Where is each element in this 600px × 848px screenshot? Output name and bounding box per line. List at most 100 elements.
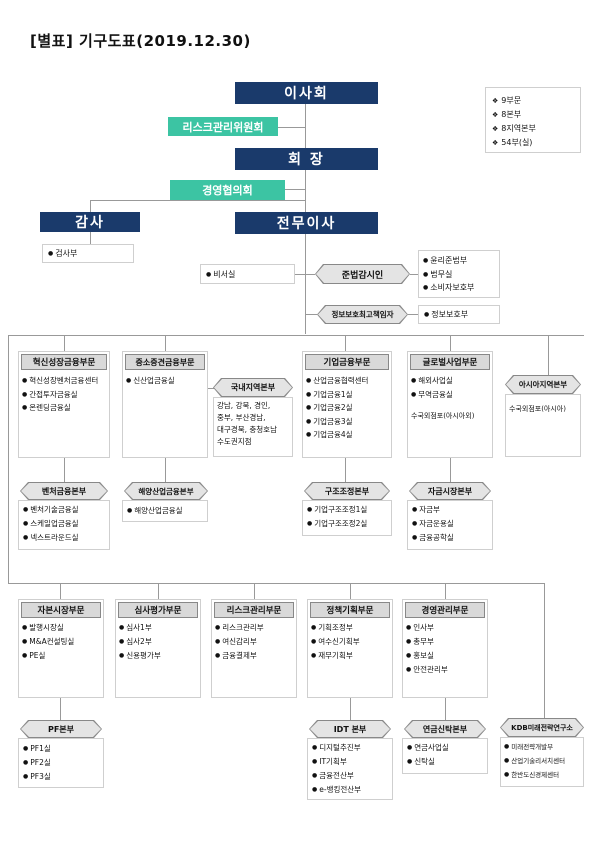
- list-item: 기업구조조정2실: [307, 517, 367, 531]
- connector-domestic: [208, 388, 218, 389]
- list-item: 신산업금융실: [126, 374, 174, 388]
- list-item: 해외사업실: [411, 374, 453, 388]
- legend-item: 8본부: [492, 108, 580, 122]
- list-item: 금융결제부: [215, 649, 264, 663]
- connector-drop: [450, 458, 451, 482]
- list-item: 넥스트라운드실: [23, 531, 78, 545]
- list-item: 소비자보호부: [423, 281, 474, 295]
- list-item: 신용평가부: [119, 649, 161, 663]
- chairman-box: 회 장: [235, 148, 378, 170]
- list-item: e-뱅킹전산부: [312, 783, 361, 797]
- hq-venture: 벤처기술금융실 스케일업금융실 넥스트라운드실: [18, 500, 110, 550]
- audit-dept-box: 검사부: [42, 244, 134, 263]
- list-item: 금융전산부: [312, 769, 361, 783]
- legend: 9부문 8본부 8지역본부 54부(실): [485, 87, 581, 153]
- overseas-note: 수국외점포(아시아외): [411, 412, 475, 420]
- connector-drop: [64, 458, 65, 482]
- page-title: [별표] 기구도표(2019.12.30): [30, 32, 251, 50]
- division-header: 혁신성장금융부문: [21, 354, 107, 370]
- connector-drop: [165, 335, 166, 351]
- connector-info: [305, 314, 317, 315]
- list-item: PF1실: [23, 742, 51, 756]
- connector-audit-dept: [90, 232, 91, 244]
- list-item: PF2실: [23, 756, 51, 770]
- legend-item: 54부(실): [492, 136, 580, 150]
- connector-drop: [445, 583, 446, 599]
- hq-domestic: 강남, 강북, 경인, 중부, 부산경남, 대구경북, 충청호남 수도권지점: [213, 397, 293, 457]
- hq-header-asia: 아시아지역본부: [506, 376, 580, 393]
- hq-header-domestic: 국내지역본부: [214, 379, 292, 396]
- list-item: 금융공학실: [412, 531, 454, 545]
- connector-compliance: [305, 274, 315, 275]
- overseas-note: 수국외점포(아시아): [509, 405, 566, 413]
- legend-item: 9부문: [492, 94, 580, 108]
- hq-header-kdb: KDB미래전략연구소: [501, 719, 583, 736]
- list-item: 기획조정부: [311, 621, 360, 635]
- connector-row1-bar: [8, 335, 584, 336]
- hq-header-restructure: 구조조정본부: [305, 483, 389, 499]
- list-item: PE실: [22, 649, 74, 663]
- list-item: 산업기술리서치센터: [504, 754, 565, 768]
- list-item: 기업금융1실: [306, 388, 368, 402]
- list-item: 대구경북, 충청호남: [217, 425, 277, 434]
- list-item: 온렌딩금융실: [22, 401, 98, 415]
- connector-council: [285, 189, 305, 190]
- connector-drop: [350, 583, 351, 599]
- list-item: 한반도신경제센터: [504, 768, 565, 782]
- auditor-box: 감사: [40, 212, 140, 232]
- connector-secretariat: [295, 274, 305, 275]
- list-item: 미래전략개발부: [504, 740, 565, 754]
- compliance-officer-box: 준법감시인: [316, 265, 409, 283]
- hq-pf: PF1실 PF2실 PF3실: [18, 738, 104, 788]
- hq-capital: 자금부 자금운용실 금융공학실: [407, 500, 493, 550]
- hq-pension: 연금사업실 신탁실: [402, 738, 488, 774]
- list-item: 재무기획부: [311, 649, 360, 663]
- hq-restructure: 기업구조조정1실 기업구조조정2실: [302, 500, 392, 536]
- hq-header-idt: IDT 본부: [310, 721, 390, 737]
- list-item: 총무부: [406, 635, 448, 649]
- connector-drop: [445, 698, 446, 720]
- list-item: 법무실: [423, 268, 474, 282]
- hq-header-pf: PF본부: [21, 721, 101, 737]
- hq-asia: 수국외점포(아시아): [505, 394, 581, 457]
- connector-risk: [278, 127, 305, 128]
- list-item: 인사부: [406, 621, 448, 635]
- connector-drop: [60, 698, 61, 720]
- connector-drop: [60, 583, 61, 599]
- list-item: 기업금융3실: [306, 415, 368, 429]
- hq-header-pension: 연금신탁본부: [405, 721, 485, 737]
- division-header: 경영관리부문: [405, 602, 485, 618]
- mgmt-council-box: 경영협의회: [170, 180, 285, 200]
- list-item: 해양산업금융실: [127, 504, 182, 518]
- list-item: PF3실: [23, 770, 51, 784]
- connector-drop: [165, 458, 166, 482]
- list-item: 여신감리부: [215, 635, 264, 649]
- list-item: 심사1부: [119, 621, 161, 635]
- connector-audit-down: [90, 200, 91, 212]
- connector-compliance-items: [410, 274, 418, 275]
- list-item: 혁신성장벤처금융센터: [22, 374, 98, 388]
- connector-drop: [158, 583, 159, 599]
- info-officer-box: 정보보호최고책임자: [318, 306, 407, 323]
- hq-header-capital: 자금시장본부: [410, 483, 490, 499]
- hq-header-venture: 벤처금융본부: [21, 483, 107, 499]
- exec-director-box: 전무이사: [235, 212, 378, 234]
- division-header: 리스크관리부문: [214, 602, 294, 618]
- connector-left-vertical: [8, 335, 9, 583]
- secretariat-box: 비서실: [200, 264, 295, 284]
- list-item: 심사2부: [119, 635, 161, 649]
- list-item: 기업구조조정1실: [307, 503, 367, 517]
- list-item: 안전관리부: [406, 663, 448, 677]
- list-item: 여수신기획부: [311, 635, 359, 649]
- division-header: 기업금융부문: [305, 354, 389, 370]
- division-header: 글로벌사업부문: [410, 354, 490, 370]
- hq-kdb: 미래전략개발부 산업기술리서치센터 한반도신경제센터: [500, 737, 584, 787]
- list-item: 중부, 부산경남,: [217, 413, 266, 422]
- list-item: 디지털추진부: [312, 741, 361, 755]
- hq-header-marine: 해양산업금융본부: [125, 483, 207, 499]
- list-item: 스케일업금융실: [23, 517, 78, 531]
- connector-row2-bar: [8, 583, 544, 584]
- list-item: 기업금융4실: [306, 428, 368, 442]
- connector-drop: [450, 335, 451, 351]
- compliance-items-box: 윤리준법부 법무실 소비자보호부: [418, 250, 500, 298]
